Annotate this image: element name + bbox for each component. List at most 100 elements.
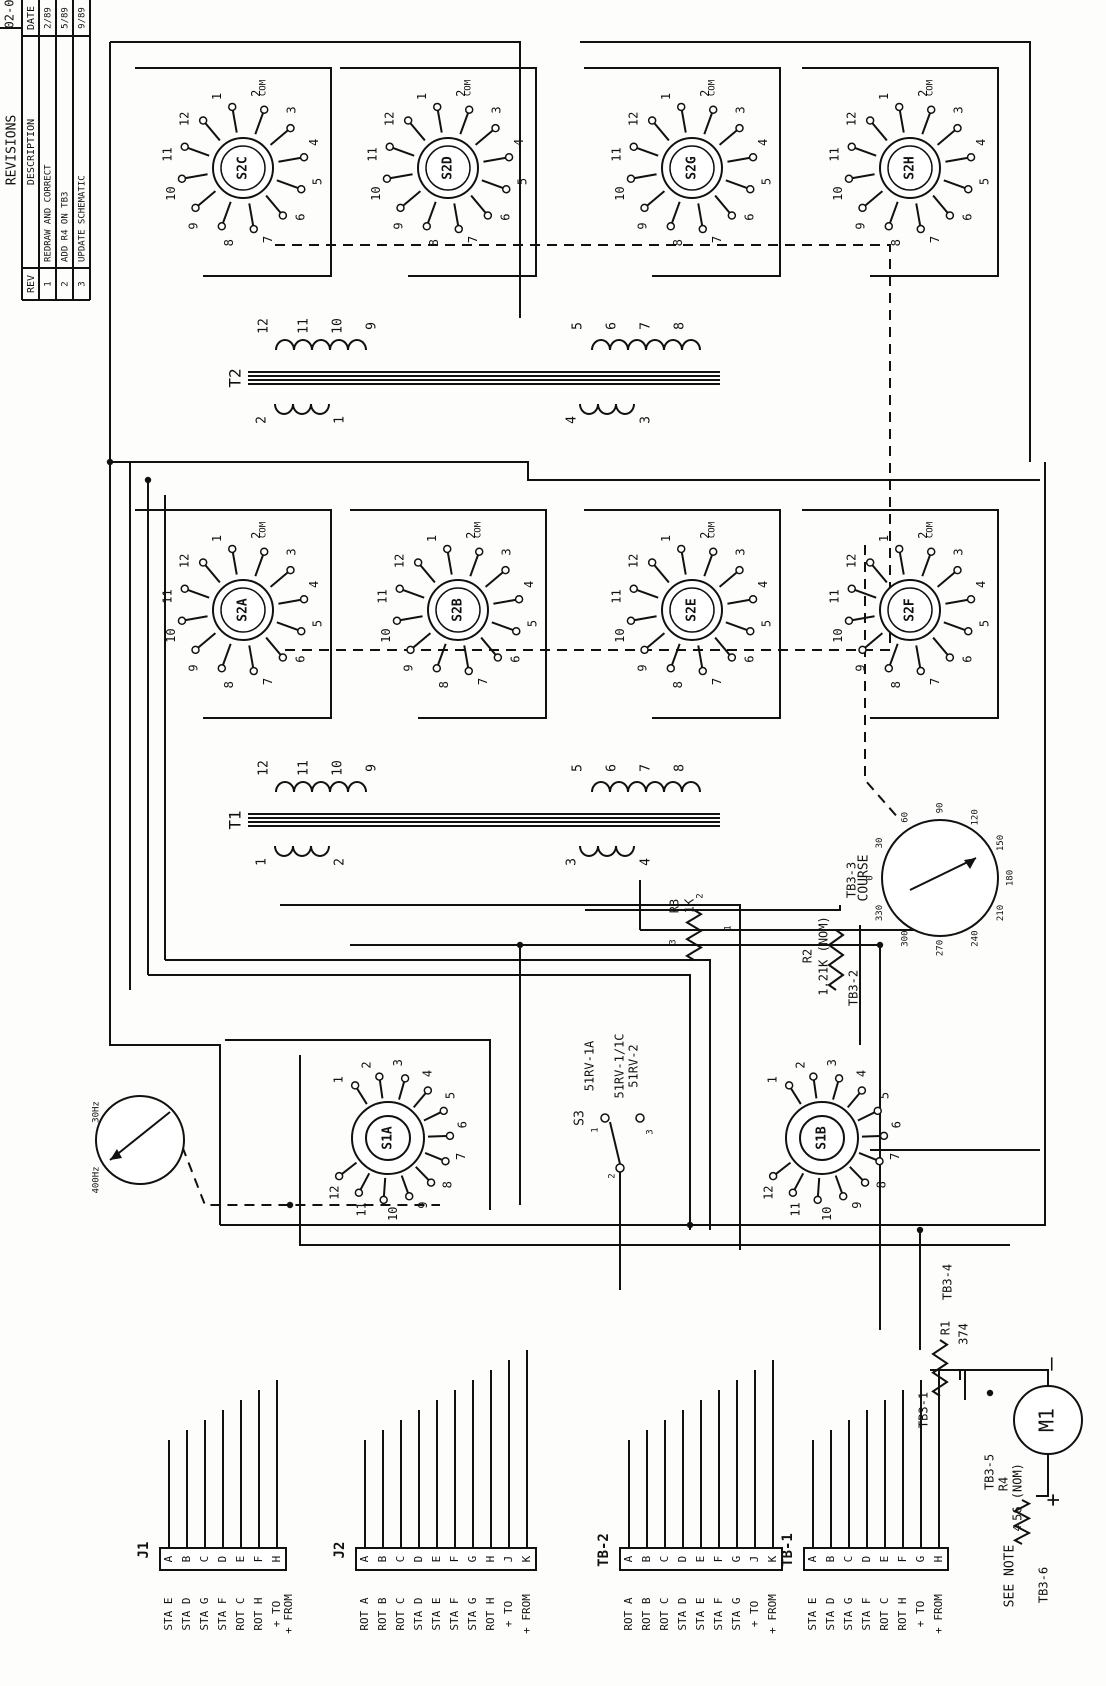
- deck-contact-arm: [936, 569, 959, 588]
- connector-signal-label: ROT H: [484, 1597, 497, 1630]
- connector-signal-label: + FROM: [520, 1594, 533, 1634]
- selector-terminal: [400, 1074, 410, 1083]
- deck-contact-arm: [220, 201, 232, 227]
- selector-hub: [799, 1115, 845, 1161]
- junction-dot: [686, 1221, 694, 1229]
- deck-position-number: 10: [379, 628, 393, 642]
- winding-tap-label: 9: [365, 322, 380, 330]
- deck-contact-arm: [409, 632, 432, 651]
- deck-contact-arm: [936, 127, 959, 146]
- deck-label: S2D: [441, 156, 456, 180]
- deck-contact-terminal: [227, 102, 237, 112]
- deck-contact-arm: [887, 201, 899, 227]
- deck-contact-terminal: [676, 544, 686, 554]
- winding-tap-label: 5: [571, 764, 586, 772]
- deck-contact-arm: [680, 548, 687, 575]
- resistor-pin: TB3-3: [845, 862, 859, 898]
- deck-contact-terminal: [640, 203, 649, 213]
- secondary-winding: [275, 781, 367, 793]
- deck-contact-terminal: [666, 222, 676, 231]
- wire-trunk: [299, 1055, 1010, 1246]
- deck-contact-arm: [181, 615, 208, 622]
- deck-rotor: [427, 579, 489, 641]
- motor-lead: [1036, 1454, 1049, 1497]
- s3-terminal-number: 3: [646, 1129, 656, 1134]
- course-dial-mark: 180: [1006, 870, 1016, 886]
- meter-needle: [109, 1111, 171, 1161]
- selector-terminal: [857, 1086, 867, 1095]
- deck-contact-terminal: [748, 594, 758, 604]
- deck-common-label: COM: [259, 79, 269, 96]
- deck-position-number: 2: [249, 90, 263, 97]
- winding-tap-label: 5: [571, 322, 586, 330]
- meter-mark: 400Hz: [92, 1166, 102, 1193]
- connector-signal-label: STA F: [448, 1597, 461, 1630]
- deck-contact-arm: [399, 587, 425, 599]
- resistor-pin: 2: [696, 893, 706, 898]
- selector-position-number: 11: [789, 1202, 803, 1216]
- motor-m1: M1+–: [959, 1357, 1083, 1507]
- deck-contact-terminal: [748, 152, 758, 162]
- deck-position-number: 4: [974, 139, 988, 146]
- deck-position-number: 3: [952, 548, 966, 555]
- deck-contact-terminal: [698, 666, 708, 676]
- connector-signal-label: ROT C: [234, 1597, 247, 1630]
- deck-contact-arm: [231, 106, 238, 133]
- deck-position-number: 6: [508, 655, 522, 662]
- deck-contact-terminal: [259, 547, 269, 556]
- course-dial-mark: 300: [901, 930, 911, 946]
- deck-contact-arm: [493, 598, 520, 605]
- deck-position-number: 1: [425, 535, 439, 542]
- deck-position-number: 8: [427, 239, 441, 246]
- resistor-id: R2: [801, 949, 815, 963]
- deck-position-number: 9: [635, 664, 649, 671]
- deck-common-label: COM: [474, 521, 484, 538]
- deck-contact-terminal: [432, 102, 442, 112]
- connector-pin-letter: J: [502, 1556, 515, 1563]
- deck-contact-arm: [725, 621, 751, 633]
- course-dial-mark: 60: [901, 812, 911, 823]
- junction-dot: [106, 458, 114, 466]
- deck-common-label: COM: [926, 521, 936, 538]
- deck-contact-terminal: [403, 116, 413, 125]
- selector-terminal: [813, 1195, 822, 1205]
- deck-position-number: 6: [960, 655, 974, 662]
- deck-contact-terminal: [640, 645, 649, 655]
- selector-terminal: [334, 1171, 344, 1181]
- meter-needle-arrow: [110, 1149, 122, 1160]
- deck-position-number: 5: [759, 178, 773, 185]
- connector-pin-letter: F: [896, 1556, 909, 1563]
- connector-signal-label: + FROM: [282, 1594, 295, 1634]
- selector-position-number: 6: [455, 1121, 469, 1128]
- deck-contact-terminal: [746, 626, 755, 636]
- deck-position-number: 7: [261, 678, 275, 685]
- course-dial-mark: 90: [936, 803, 946, 814]
- deck-hub: [435, 587, 481, 633]
- deck-contact-arm: [697, 645, 704, 672]
- course-dial-mark: 330: [875, 905, 885, 921]
- deck-contact-terminal: [474, 547, 484, 556]
- selector-position-number: 6: [889, 1121, 903, 1128]
- deck-contact-terminal: [858, 645, 867, 655]
- connector-pin-letter: G: [914, 1556, 927, 1563]
- deck-position-number: 3: [500, 548, 514, 555]
- deck-rotor: [661, 137, 723, 199]
- deck-contact-arm: [725, 179, 751, 191]
- deck-contact-arm: [703, 109, 715, 135]
- deck-contact-arm: [396, 615, 423, 622]
- deck-contact-arm: [269, 569, 292, 588]
- deck-contact-arm: [680, 106, 687, 133]
- deck-contact-arm: [861, 190, 884, 209]
- s3-contact-label: 51RV-1A: [583, 1040, 597, 1091]
- revisions-cell: 9/89: [78, 7, 88, 29]
- deck-frame-wire: [350, 509, 547, 719]
- deck-contact-terminal: [727, 211, 737, 220]
- deck-contact-terminal: [278, 211, 288, 220]
- selector-terminal: [354, 1188, 364, 1197]
- deck-contact-terminal: [299, 152, 309, 162]
- deck-contact-arm: [943, 621, 969, 633]
- resistor-value: 1.21K (NOM): [817, 916, 831, 995]
